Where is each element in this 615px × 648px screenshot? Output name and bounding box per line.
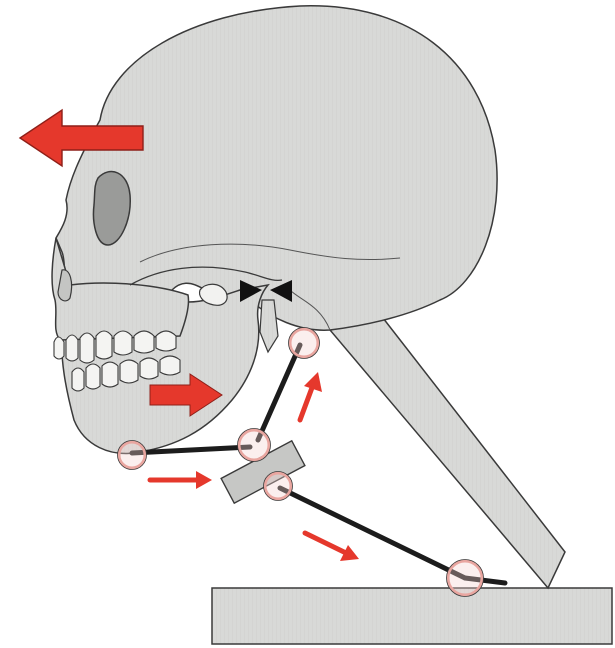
mastoid-process [260, 300, 278, 352]
attachment-ring-hyoid-upper [239, 430, 269, 460]
arrow-up-right-icon [300, 372, 322, 420]
attachment-ring-hyoid-lower [265, 473, 291, 499]
base-platform [212, 588, 612, 644]
muscle-mastoid-to-hyoid [258, 345, 300, 440]
attachment-ring-mastoid [290, 329, 318, 357]
arrow-down-right-icon [305, 533, 359, 561]
arrow-right-small-icon [150, 471, 212, 489]
attachment-ring-chin [119, 442, 145, 468]
cranium [56, 6, 497, 330]
cervical-column [330, 318, 565, 588]
attachment-ring-sternum [448, 561, 482, 595]
